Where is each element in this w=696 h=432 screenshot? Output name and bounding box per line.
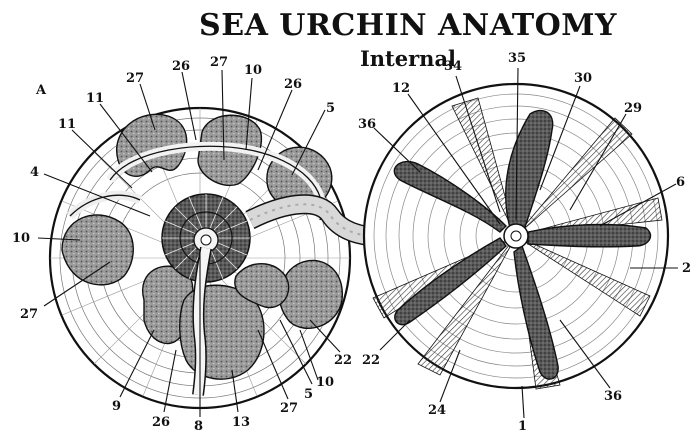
label-35: 35: [508, 51, 526, 66]
right-test: [364, 84, 668, 389]
label-6: 6: [676, 175, 685, 190]
label-26: 26: [152, 415, 170, 430]
label-30: 30: [574, 71, 592, 86]
label-26: 26: [172, 59, 190, 74]
label-27: 27: [210, 55, 228, 70]
label-11: 11: [86, 91, 104, 106]
label-11: 11: [58, 117, 76, 132]
label-36: 36: [604, 389, 622, 404]
label-5: 5: [304, 387, 313, 402]
label-36: 36: [358, 117, 376, 132]
label-29: 29: [624, 101, 642, 116]
label-13: 13: [232, 415, 250, 430]
label-34: 34: [444, 59, 462, 74]
label-10: 10: [316, 375, 334, 390]
label-27: 27: [126, 71, 144, 86]
label-27: 27: [20, 307, 38, 322]
label-27: 27: [280, 401, 298, 416]
label-24: 24: [428, 403, 446, 418]
label-8: 8: [194, 419, 203, 432]
label-22: 22: [334, 353, 352, 368]
label-26: 26: [284, 77, 302, 92]
label-10: 10: [12, 231, 30, 246]
label-1: 1: [518, 419, 527, 432]
label-5: 5: [326, 101, 335, 116]
label-2: 2: [682, 261, 691, 276]
label-10: 10: [244, 63, 262, 78]
label-12: 12: [392, 81, 410, 96]
panel-marker: A: [35, 83, 47, 98]
label-9: 9: [112, 399, 121, 414]
label-22: 22: [362, 353, 380, 368]
label-4: 4: [30, 165, 39, 180]
